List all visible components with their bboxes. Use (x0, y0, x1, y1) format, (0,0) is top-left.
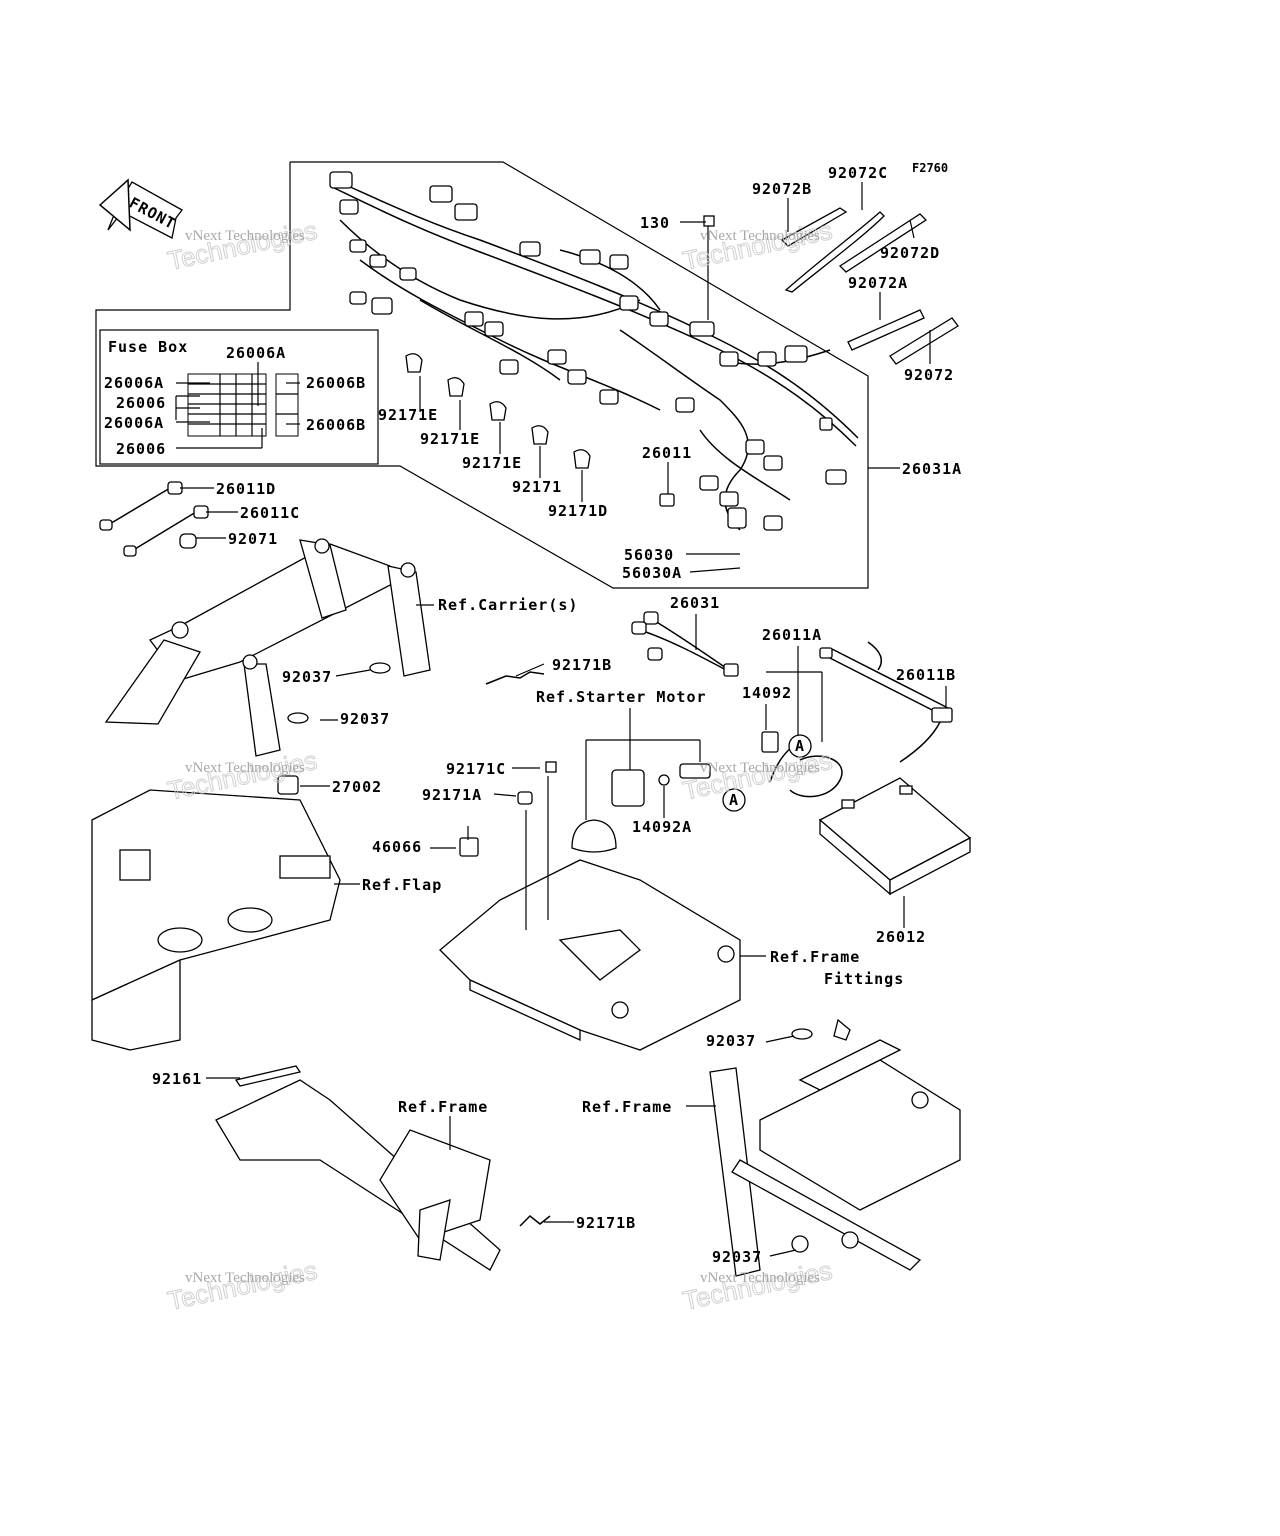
label-26011C: 26011C (240, 504, 300, 522)
label-26006B-top: 26006B (306, 374, 366, 392)
label-56030: 56030 (624, 546, 674, 564)
label-26011A: 26011A (762, 626, 822, 644)
label-26006A-top: 26006A (226, 344, 286, 362)
leader-lines (180, 182, 947, 1257)
label-14092: 14092 (742, 684, 792, 702)
label-92072A: 92072A (848, 274, 908, 292)
label-92072C: 92072C (828, 164, 888, 182)
carrier-frame (104, 538, 431, 757)
label-ref-frame-fittings-1: Ref.Frame (770, 948, 860, 966)
label-26012: 26012 (876, 928, 926, 946)
label-ref-flap: Ref.Flap (362, 876, 442, 894)
label-ref-starter-motor: Ref.Starter Motor (536, 688, 707, 706)
ref-circle-a-2 (722, 788, 746, 812)
label-26011D: 26011D (216, 480, 276, 498)
label-ref-carrier: Ref.Carrier(s) (438, 596, 578, 614)
label-92037-4: 92037 (712, 1248, 762, 1266)
watermark-text: vNext Technologies (700, 228, 820, 244)
lower-frame-right (709, 1018, 961, 1277)
label-92171C: 92171C (446, 760, 506, 778)
label-92171A: 92171A (422, 786, 482, 804)
label-92037-2: 92037 (340, 710, 390, 728)
figure-code: F2760 (912, 161, 948, 175)
main-wiring-harness (329, 171, 859, 531)
label-26006A-mid: 26006A (104, 414, 164, 432)
harness-clamps (405, 353, 591, 469)
label-92072D: 92072D (880, 244, 940, 262)
fuse-box-title: Fuse Box (108, 338, 188, 356)
battery-tray (439, 859, 741, 1051)
label-26011B: 26011B (896, 666, 956, 684)
label-A-1: A (795, 737, 805, 755)
label-ref-frame-2: Ref.Frame (582, 1098, 672, 1116)
label-92071: 92071 (228, 530, 278, 548)
label-92072: 92072 (904, 366, 954, 384)
harness-group-outline (95, 161, 869, 589)
label-26006A-left: 26006A (104, 374, 164, 392)
starter-relay-assembly (277, 761, 711, 857)
flap-fender (91, 789, 341, 1051)
label-92072B: 92072B (752, 180, 812, 198)
label-ref-frame-fittings-2: Fittings (824, 970, 904, 988)
fuse-box-inset: Fuse Box (99, 329, 379, 465)
cable-ties (703, 207, 959, 365)
label-92171E-1: 92171E (378, 406, 438, 424)
label-56030A: 56030A (622, 564, 682, 582)
label-26006B-bot: 26006B (306, 416, 366, 434)
label-92171B-2: 92171B (576, 1214, 636, 1232)
label-92171E-2: 92171E (420, 430, 480, 448)
label-92171E-3: 92171E (462, 454, 522, 472)
label-26006: 26006 (116, 394, 166, 412)
watermark-text: vNext Technologies (185, 760, 305, 776)
part-labels: 130 92072B 92072C 92072D 92072A 92072 26… (104, 164, 962, 1266)
watermark-text: vNext Technologies (185, 228, 305, 244)
fuse-grid (187, 373, 299, 437)
label-92171B-1: 92171B (552, 656, 612, 674)
label-92171D: 92171D (548, 502, 608, 520)
label-14092A: 14092A (632, 818, 692, 836)
watermark-outline: Technologies (165, 215, 320, 276)
battery-cables (761, 641, 953, 798)
label-27002: 27002 (332, 778, 382, 796)
watermark-text: vNext Technologies (185, 1270, 305, 1286)
label-92161: 92161 (152, 1070, 202, 1088)
watermark-text: vNext Technologies (700, 1270, 820, 1286)
lower-frame-left (215, 1065, 551, 1271)
label-92171: 92171 (512, 478, 562, 496)
label-A-2: A (729, 791, 739, 809)
label-26031: 26031 (670, 594, 720, 612)
front-arrow-icon: FRONT (98, 178, 183, 239)
watermark-outline: Technologies (680, 215, 835, 276)
label-26006-bot: 26006 (116, 440, 166, 458)
small-harnesses-left (99, 481, 209, 557)
label-92037-3: 92037 (706, 1032, 756, 1050)
label-46066: 46066 (372, 838, 422, 856)
label-26011: 26011 (642, 444, 692, 462)
label-130: 130 (640, 214, 670, 232)
sub-harness-26031 (485, 611, 739, 685)
watermark-text: vNext Technologies (700, 760, 820, 776)
battery (818, 777, 972, 896)
label-26031A: 26031A (902, 460, 962, 478)
label-ref-frame-1: Ref.Frame (398, 1098, 488, 1116)
label-92037-1: 92037 (282, 668, 332, 686)
ref-circle-a-1 (788, 734, 812, 758)
